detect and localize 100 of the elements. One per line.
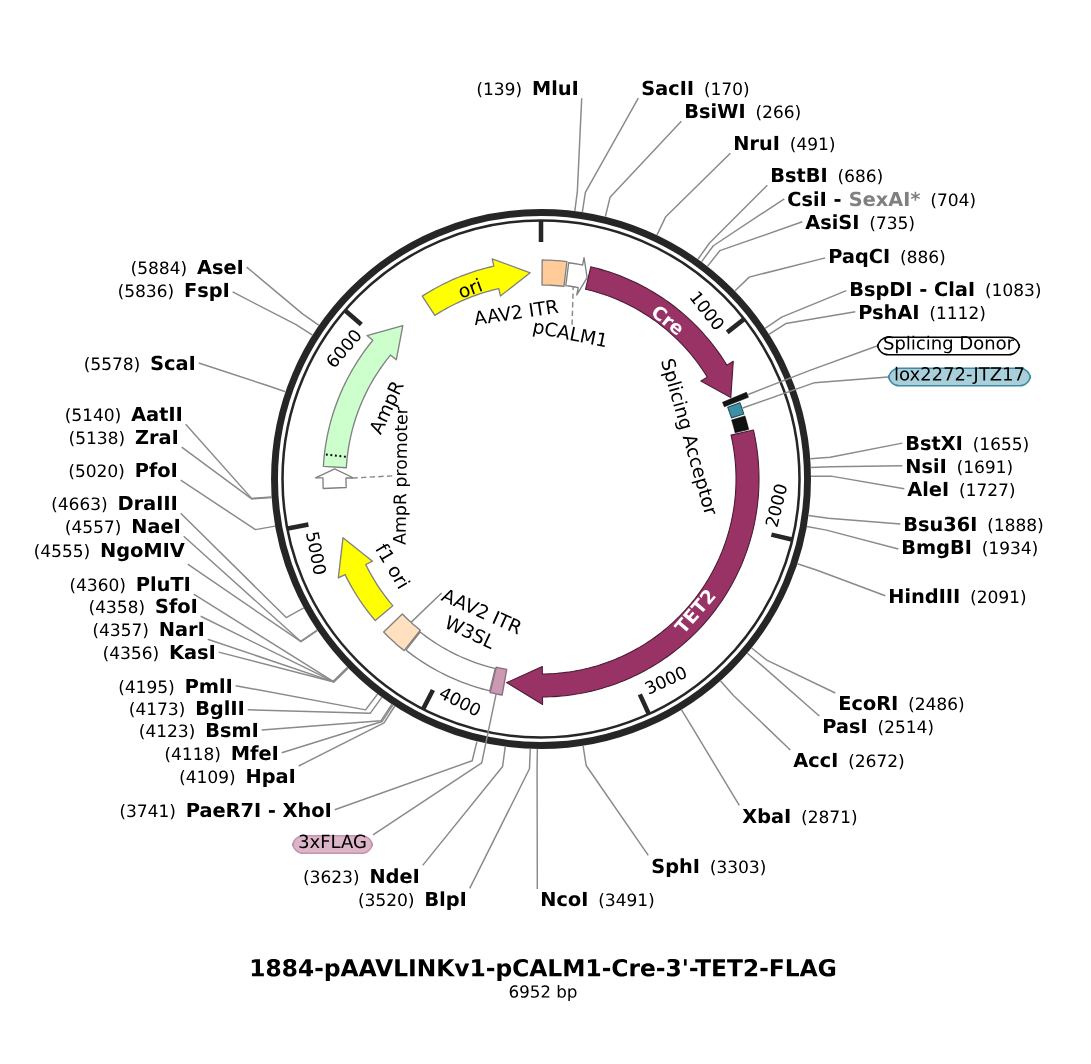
enzyme-name: PasI (824, 718, 866, 734)
leader-line (199, 615, 349, 683)
enzyme-name: PluTI (137, 576, 189, 592)
feature-label: ori (459, 277, 483, 298)
enzyme-name: NarI (160, 621, 203, 637)
enzyme-name: BspDI - ClaI (851, 281, 974, 300)
site-position: (1691) (958, 460, 1012, 476)
scale-label: 4000 (439, 688, 481, 716)
scale-label: 3000 (644, 666, 686, 695)
feature-label: pCALM1 (532, 322, 605, 348)
site-position: (3741) (120, 804, 175, 820)
enzyme-name: PmlI (186, 678, 231, 693)
enzyme-name: NcoI (542, 891, 587, 907)
leader-line (197, 362, 287, 393)
sequence-length: 6952 bp (509, 984, 577, 1002)
leader-line (245, 266, 320, 327)
leader-line (574, 97, 583, 212)
site-position: (3520) (359, 893, 414, 909)
enzyme-name: AseI (197, 259, 242, 275)
enzyme-name: SfoI (156, 598, 196, 614)
enzyme-name: HindIII (890, 588, 959, 604)
enzyme-name: BstXI (907, 435, 962, 451)
site-position: (704) (931, 193, 975, 209)
site-position: (4555) (35, 544, 89, 560)
site-position: (1112) (930, 306, 985, 322)
enzyme-name: PaqCI (830, 248, 889, 267)
site-position: (4109) (180, 770, 235, 786)
site-position: (4358) (90, 600, 144, 616)
feature-label: Cre (653, 306, 682, 336)
leader-line (810, 465, 904, 469)
leader-line (807, 514, 902, 525)
leader-line (768, 311, 857, 335)
leader-line (581, 97, 640, 213)
enzyme-name: PfoI (136, 462, 176, 478)
site-position: (139) (477, 82, 521, 98)
site-position: (735) (870, 216, 914, 232)
enzyme-name: PshAI (860, 304, 918, 320)
leader-line (182, 535, 318, 642)
leader-line (604, 120, 683, 218)
site-position: (491) (791, 137, 834, 153)
leader-line (810, 475, 906, 490)
enzyme-name: CsiI - (788, 191, 841, 207)
site-position: (1083) (986, 283, 1040, 299)
site-position: (5578) (85, 357, 139, 373)
leader-line (410, 592, 443, 623)
enzyme-name: ScaI (151, 355, 194, 371)
leader-line (468, 748, 531, 890)
feature-tag: lox2272-JTZ17 (887, 366, 1032, 387)
leader-line (741, 376, 889, 409)
leader-line (297, 705, 396, 767)
site-position: (3303) (711, 860, 765, 876)
enzyme-name: FspI (185, 282, 228, 301)
site-position: (1655) (974, 437, 1028, 453)
enzyme-name: Bsu36I (905, 516, 976, 532)
enzyme-name: AccI (793, 752, 837, 768)
title: 1884-pAAVLINKv1-pCALM1-Cre-3'-TET2-FLAG (251, 958, 836, 982)
enzyme-name: BmgBI (903, 539, 971, 559)
enzyme-name: SacII (642, 80, 693, 96)
leader-line (764, 289, 848, 330)
leader-line (260, 703, 393, 731)
enzyme-name: AsiSI (805, 214, 858, 230)
site-position: (4123) (140, 724, 194, 740)
feature-tag: 3xFLAG (292, 834, 373, 855)
enzyme-name: ZraI (135, 429, 177, 445)
site-position: (1934) (983, 541, 1037, 557)
site-position: (2514) (878, 720, 933, 736)
site-position: (4195) (119, 680, 174, 696)
site-position: (1888) (988, 518, 1043, 534)
leader-line (734, 257, 827, 292)
site-position: (2672) (849, 754, 904, 770)
leader-line (746, 652, 821, 717)
enzyme-name: MluI (533, 80, 577, 96)
enzyme-name: PaeR7I - XhoI (187, 802, 330, 818)
feature-box (489, 666, 508, 696)
site-position: (5138) (70, 431, 124, 447)
site-position: (5884) (132, 261, 186, 277)
enzyme-name: DraIII (119, 495, 176, 511)
leader-line (184, 423, 273, 500)
site-position: (4663) (52, 497, 107, 513)
enzyme-name: BsiWI (686, 103, 744, 119)
leader-line (700, 198, 786, 263)
site-position: (2871) (802, 810, 857, 826)
enzyme-name: SexAI* (850, 191, 921, 207)
enzyme-name: AatII (131, 406, 181, 422)
leader-line (719, 680, 792, 751)
enzyme-name: AleI (907, 481, 948, 497)
site-position: (4118) (165, 747, 220, 763)
enzyme-name: NaeI (133, 518, 179, 534)
enzyme-name: BstBI (772, 167, 826, 183)
enzyme-name: EcoRI (840, 695, 897, 711)
enzyme-name: BglII (196, 700, 243, 720)
site-position: (5836) (119, 284, 173, 300)
feature-arc (565, 256, 588, 296)
site-position: (1727) (960, 483, 1015, 499)
leader-line (179, 479, 276, 531)
leader-line (231, 291, 314, 336)
leader-line (680, 708, 741, 807)
enzyme-name: MfeI (232, 745, 277, 761)
leader-line (192, 593, 349, 682)
scale-label: 5000 (306, 532, 326, 574)
